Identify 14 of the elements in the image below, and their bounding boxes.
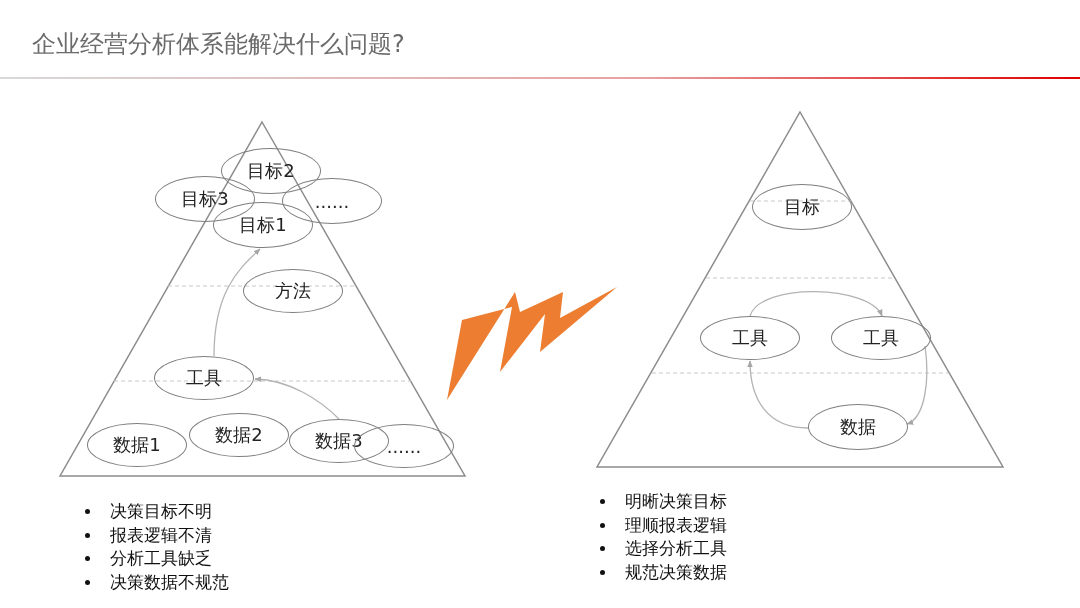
- bullet-text: 分析工具缺乏: [110, 547, 212, 570]
- bullet-text: 决策目标不明: [110, 500, 212, 523]
- bullet-text: 报表逻辑不清: [110, 523, 212, 547]
- slide-title: 企业经营分析体系能解决什么问题?: [32, 29, 405, 60]
- bullet-text: 理顺报表逻辑: [625, 513, 727, 537]
- bullet-text: 选择分析工具: [625, 537, 727, 560]
- arrow: [749, 291, 883, 317]
- arrow: [254, 376, 340, 420]
- bullet-text: 明晰决策目标: [625, 490, 727, 513]
- arrow: [906, 345, 928, 425]
- bullet-text: 决策数据不规范: [110, 570, 229, 594]
- arrow: [747, 360, 809, 429]
- arrow: [213, 248, 261, 357]
- bullet-text: 规范决策数据: [625, 560, 727, 584]
